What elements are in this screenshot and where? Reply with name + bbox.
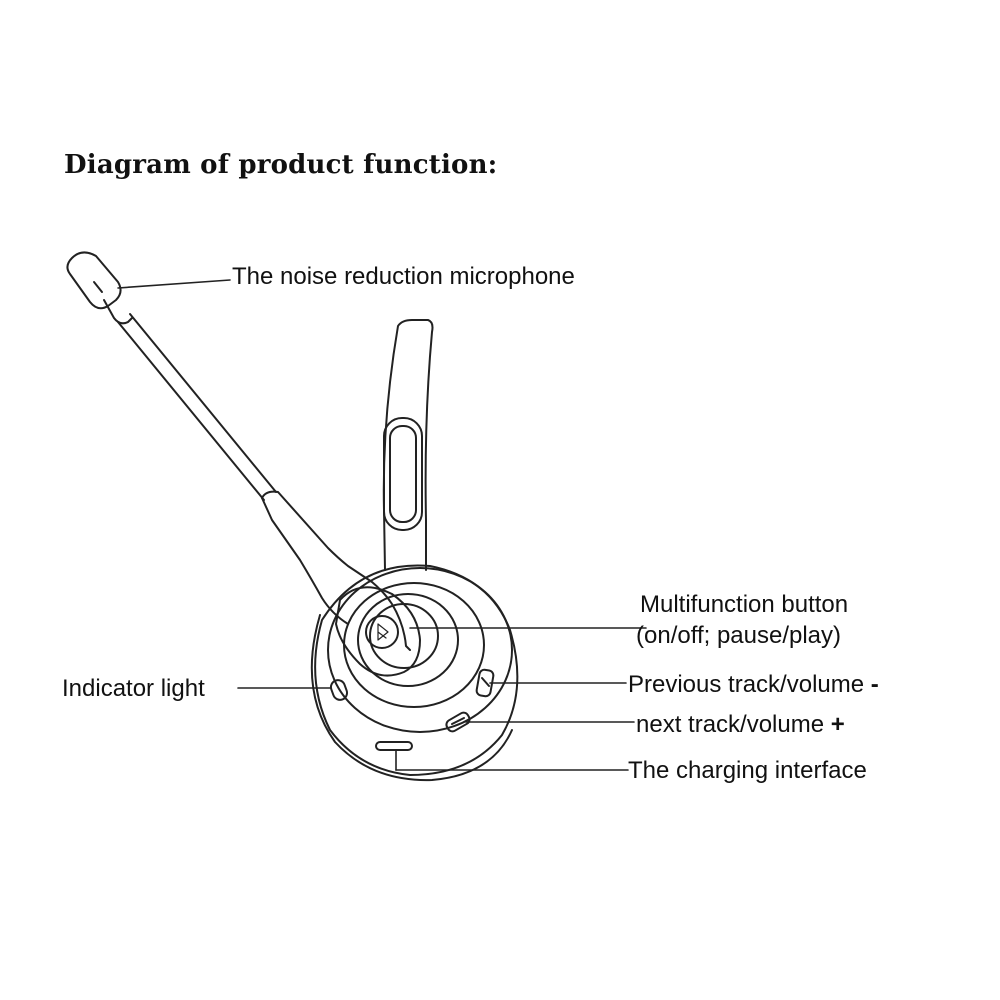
- label-next-text: next track/volume: [636, 711, 825, 738]
- label-previous-text: Previous track/volume: [628, 671, 865, 698]
- label-multifunction: Multifunction button: [640, 591, 849, 618]
- label-previous: Previous track/volume -: [628, 670, 879, 700]
- label-previous-symbol: -: [870, 671, 879, 698]
- leader-microphone: [117, 279, 231, 289]
- label-next: next track/volume +: [636, 710, 845, 740]
- label-microphone: The noise reduction microphone: [232, 263, 575, 290]
- label-charging-interface: The charging interface: [628, 757, 867, 784]
- leader-lines: [117, 279, 647, 771]
- headband: [382, 319, 434, 571]
- label-indicator-light: Indicator light: [62, 675, 205, 702]
- label-next-symbol: +: [830, 711, 845, 738]
- microphone-boom: [66, 251, 421, 677]
- label-multifunction-detail: (on/off; pause/play): [636, 622, 842, 649]
- diagram-title: Diagram of product function:: [64, 150, 498, 180]
